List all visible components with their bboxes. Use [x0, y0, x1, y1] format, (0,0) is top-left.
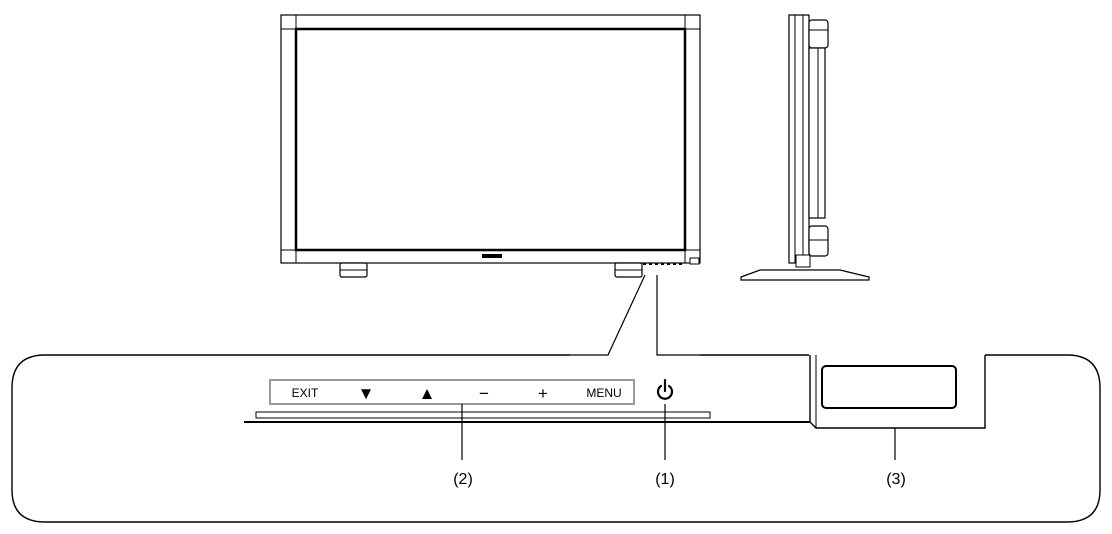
buttons-frame: [269, 379, 635, 405]
brand-logo-mark: [482, 254, 502, 258]
monitor-side-view: [740, 14, 870, 281]
callout-label-buttons: (2): [453, 471, 473, 488]
remote-sensor-window: [821, 365, 957, 409]
callout-label-sensor: (3): [886, 471, 906, 488]
enlarged-control-panel: [11, 354, 1101, 523]
front-control-strip: [643, 263, 682, 265]
power-icon[interactable]: [656, 378, 674, 400]
exit-button[interactable]: EXIT: [292, 386, 319, 400]
monitor-front-view: [280, 14, 701, 278]
zoom-leader-line-right: [656, 275, 700, 356]
zoom-leader-line: [570, 274, 646, 356]
minus-button[interactable]: −: [479, 384, 489, 403]
side-stand: [740, 269, 870, 281]
down-button[interactable]: ▼: [358, 384, 375, 403]
plus-button[interactable]: +: [538, 384, 548, 403]
callout-label-power: (1): [655, 471, 675, 488]
menu-button[interactable]: MENU: [586, 386, 621, 400]
control-buttons-group: EXIT ▼ ▲ − + MENU: [269, 379, 635, 405]
up-button[interactable]: ▲: [419, 384, 436, 403]
